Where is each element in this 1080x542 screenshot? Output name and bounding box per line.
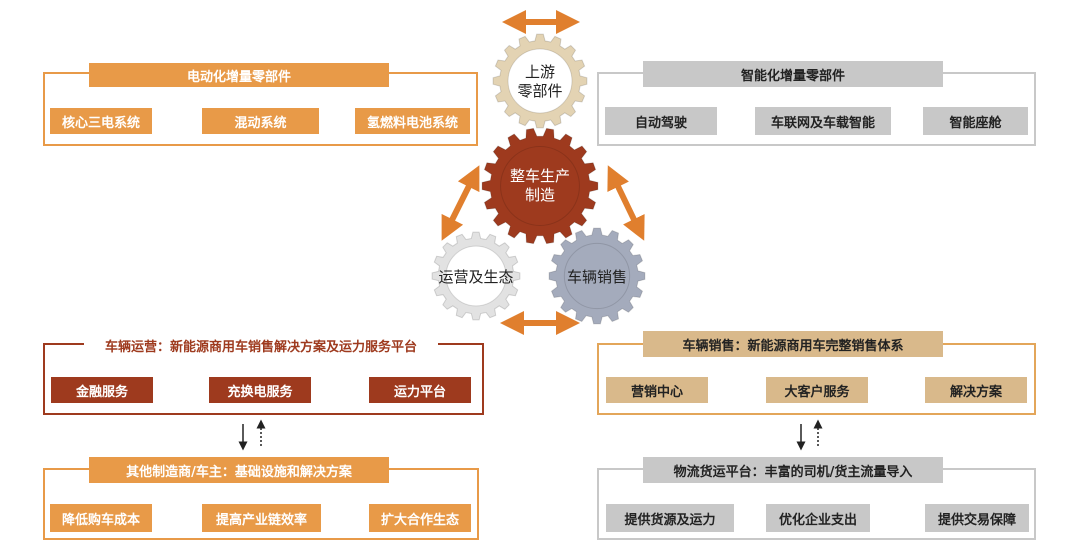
arrow-left-diagonal: [441, 165, 480, 241]
others-title: 其他制造商/车主：基础设施和解决方案: [89, 457, 389, 483]
arrow-right-diagonal: [607, 165, 645, 241]
gear-manufacturing: [481, 127, 599, 245]
gear-sales-label: 车辆销售: [566, 267, 627, 286]
gear-sales: [548, 227, 646, 325]
chip-lower-cost: 降低购车成本: [50, 504, 152, 532]
logistics-title: 物流货运平台：丰富的司机/货主流量导入: [643, 457, 943, 483]
chip-transport-platform: 运力平台: [369, 377, 471, 403]
gear-operation-label: 运营及生态: [438, 267, 514, 286]
chip-optimize-expense: 优化企业支出: [766, 504, 870, 532]
chip-fuel-cell: 氢燃料电池系统: [355, 108, 470, 134]
chip-core-electric: 核心三电系统: [50, 108, 152, 134]
chip-solutions: 解决方案: [925, 377, 1027, 403]
intelligence-title: 智能化增量零部件: [643, 61, 943, 87]
chip-transaction-guarantee: 提供交易保障: [925, 504, 1029, 532]
gear-upstream: [492, 33, 588, 129]
sales-title: 车辆销售：新能源商用车完整销售体系: [643, 331, 943, 357]
gear-manufacturing-label: 整车生产 制造: [509, 167, 570, 204]
chip-autonomous-driving: 自动驾驶: [605, 107, 717, 135]
chip-hybrid: 混动系统: [202, 108, 319, 134]
chip-chain-efficiency: 提高产业链效率: [202, 504, 321, 532]
chip-marketing-center: 营销中心: [606, 377, 708, 403]
chip-financial-service: 金融服务: [51, 377, 153, 403]
chip-connected-vehicle: 车联网及车载智能: [755, 107, 891, 135]
chip-key-account: 大客户服务: [766, 377, 868, 403]
electrification-title: 电动化增量零部件: [89, 63, 389, 87]
chip-smart-cockpit: 智能座舱: [923, 107, 1028, 135]
gear-upstream-label: 上游 零部件: [517, 63, 563, 100]
chip-charging-service: 充换电服务: [209, 377, 311, 403]
chip-cargo-capacity: 提供货源及运力: [606, 504, 734, 532]
gear-operation: [431, 231, 521, 321]
operation-title: 车辆运营：新能源商用车销售解决方案及运力服务平台: [84, 333, 438, 357]
chip-expand-ecosystem: 扩大合作生态: [369, 504, 471, 532]
